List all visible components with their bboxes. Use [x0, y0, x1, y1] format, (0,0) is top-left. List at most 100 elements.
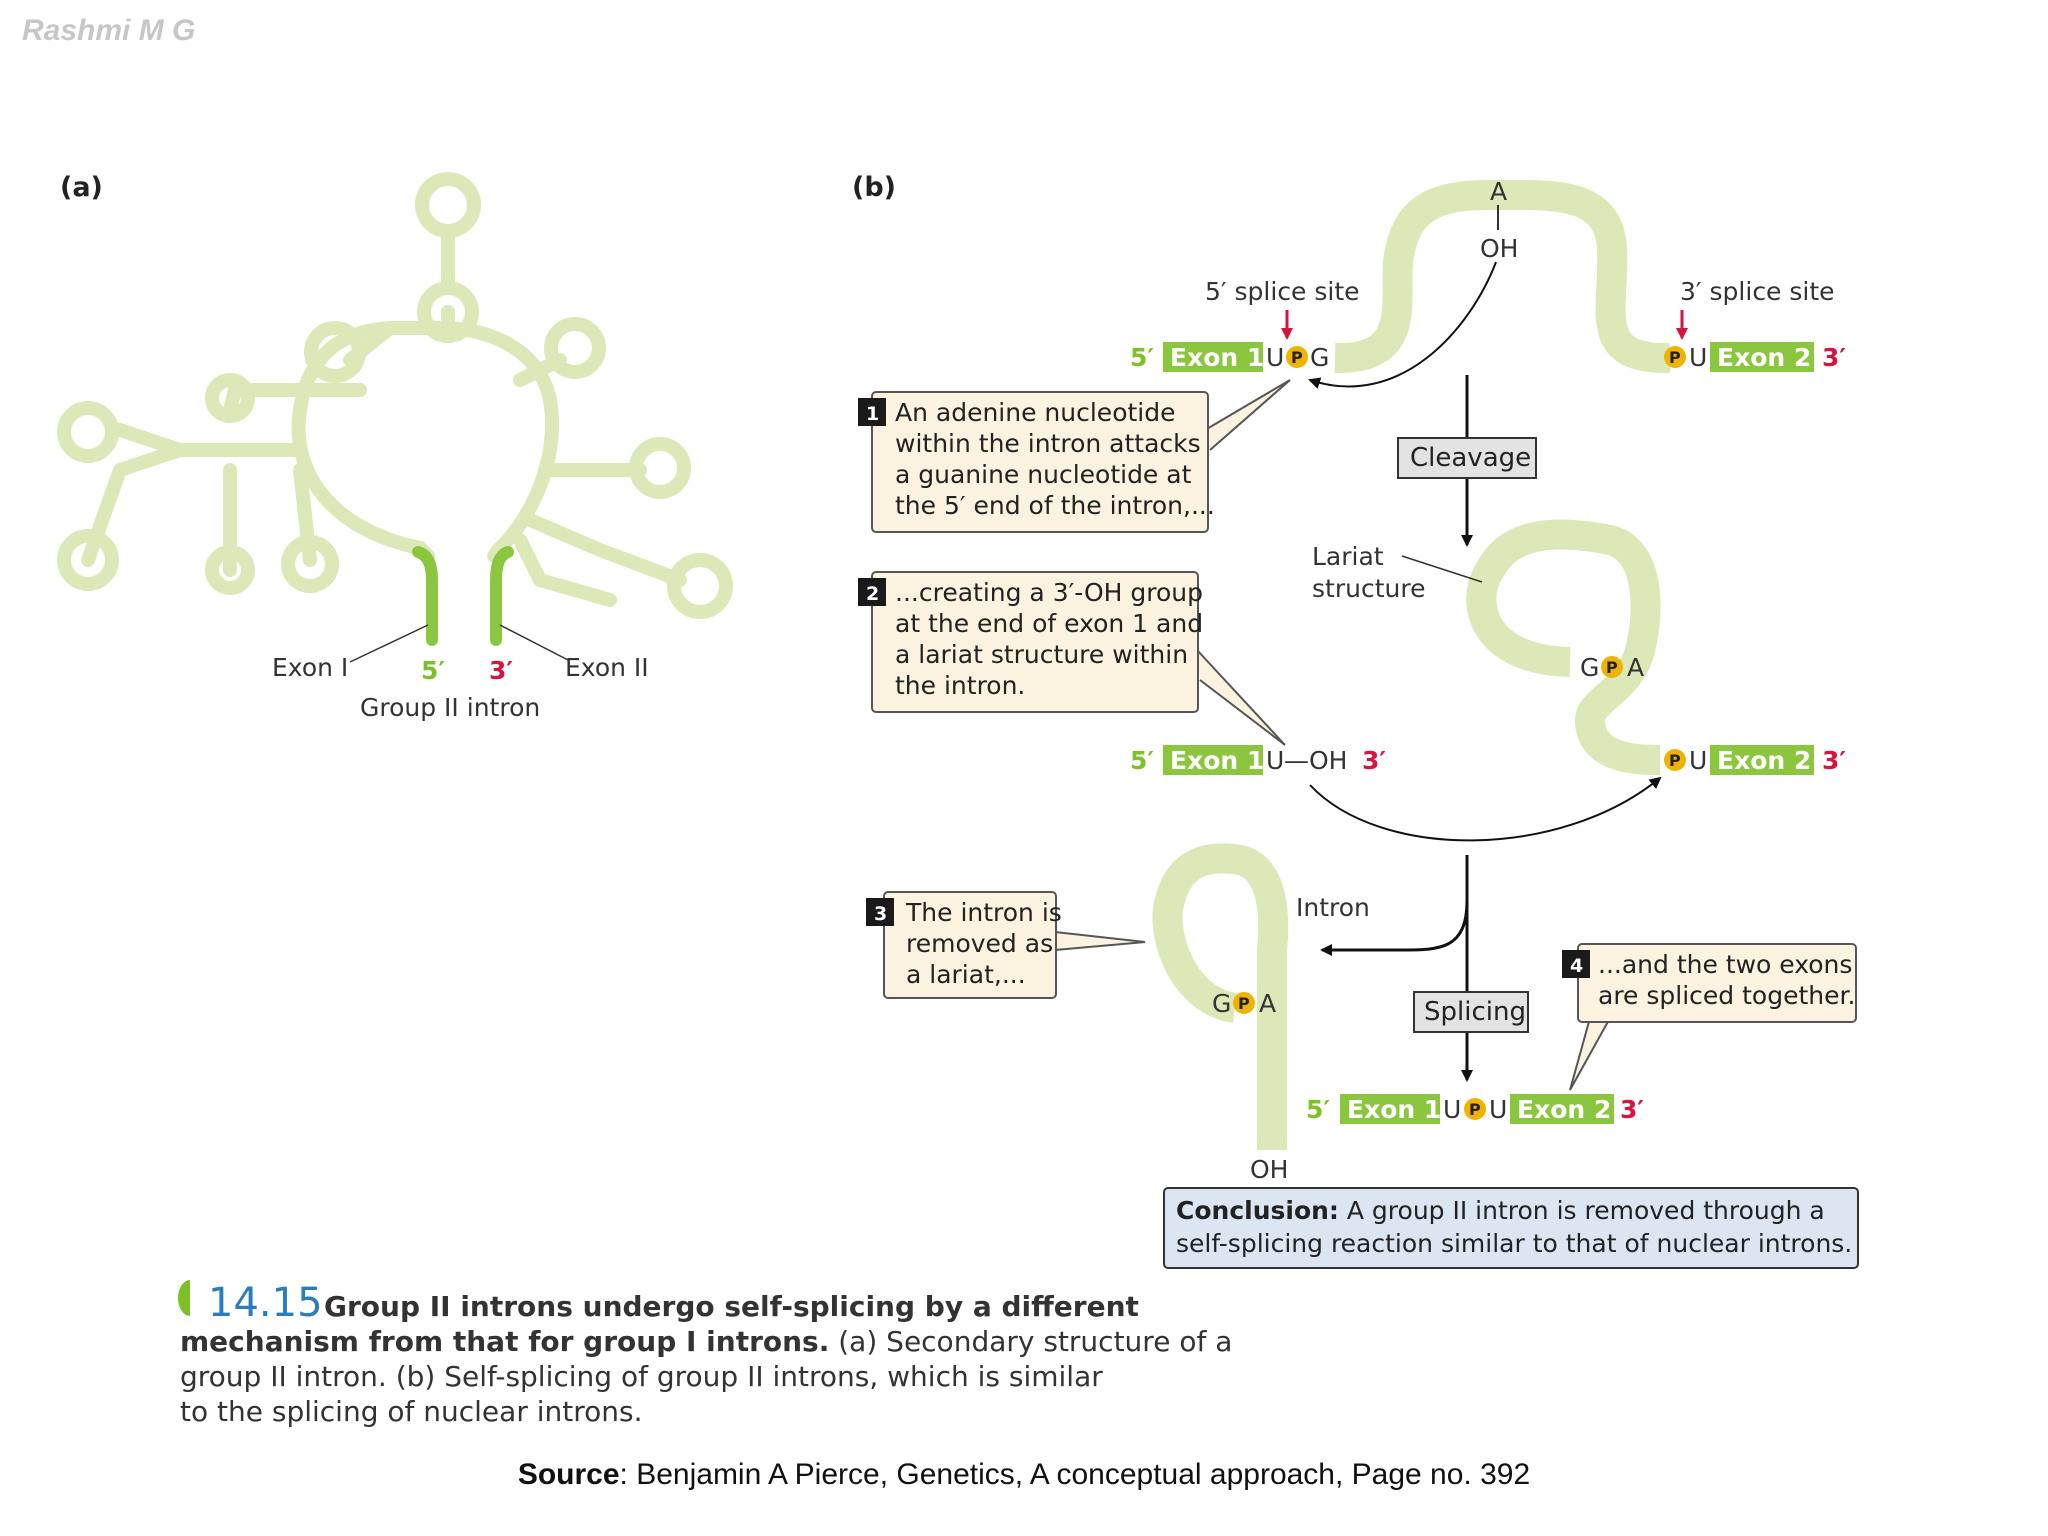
row1-u3: U: [1689, 343, 1707, 372]
row2-exon2-label: Exon 2: [1717, 746, 1811, 775]
caption-line3: group II intron. (b) Self-splicing of gr…: [180, 1360, 1103, 1393]
panel-a-three-prime: 3′: [489, 656, 513, 685]
bottom-oh: OH: [1250, 1155, 1288, 1184]
conclusion-text1: A group II intron is removed through a: [1339, 1196, 1825, 1225]
row2-u: U: [1266, 746, 1284, 775]
conclusion-line1: Conclusion: A group II intron is removed…: [1176, 1196, 1825, 1225]
conclusion-line2: self-splicing reaction similar to that o…: [1176, 1229, 1852, 1258]
source-citation: Source: Benjamin A Pierce, Genetics, A c…: [0, 1458, 2048, 1492]
row2-p: P: [1669, 751, 1681, 770]
caption-number: 14.15: [208, 1280, 323, 1326]
conclusion-box: Conclusion: A group II intron is removed…: [1163, 1187, 1859, 1269]
row1-three-prime: 3′: [1822, 343, 1846, 372]
caption-bold1: Group II introns undergo self-splicing b…: [324, 1290, 1139, 1323]
row3-five-prime: 5′: [1306, 1095, 1330, 1124]
row3-u1: U: [1443, 1095, 1461, 1124]
row1-g: G: [1310, 343, 1329, 372]
row3-exon1-label: Exon 1: [1347, 1095, 1441, 1124]
step2-line3: a lariat structure within: [895, 640, 1188, 669]
step2-number: 2: [866, 583, 879, 605]
row1-exon1-label: Exon 1: [1170, 343, 1264, 372]
splicing-box: [1413, 991, 1529, 1033]
source-text: : Benjamin A Pierce, Genetics, A concept…: [619, 1458, 1531, 1491]
panel-a-exon-ends: [412, 546, 514, 646]
caption-tab-icon: [178, 1280, 190, 1316]
row3-three-prime: 3′: [1620, 1095, 1644, 1124]
step3-number: 3: [874, 903, 887, 925]
row3-exon2-box: [1510, 1094, 1614, 1124]
exon-join-arrow: [1309, 776, 1662, 842]
bottom-phosphate: [1233, 992, 1255, 1014]
row2-exon1-box: [1163, 745, 1263, 775]
row2-exon2-box: [1710, 745, 1814, 775]
five-splice-site-label: 5′ splice site: [1205, 277, 1360, 306]
step3-line3: a lariat,...: [906, 960, 1026, 989]
row1-exon2-label: Exon 2: [1717, 343, 1811, 372]
row1-exon1-box: [1163, 342, 1263, 372]
lariat-label-2: structure: [1312, 574, 1425, 603]
step3-callout: 3 The intron is removed as a lariat,...: [866, 891, 1146, 999]
panel-a-exon1-label: Exon I: [272, 653, 348, 682]
row3-exon2-label: Exon 2: [1517, 1095, 1611, 1124]
group-ii-intron-structure: [57, 172, 733, 619]
panel-b-label: (b): [852, 172, 896, 203]
bottom-g: G: [1212, 989, 1231, 1018]
step2-line4: the intron.: [895, 671, 1025, 700]
source-bold: Source: [517, 1458, 620, 1491]
middle-g: G: [1580, 653, 1599, 682]
caption-bold2: mechanism from that for group I introns.: [180, 1325, 829, 1358]
row2-three-prime-exon1: 3′: [1362, 746, 1386, 775]
three-splice-site-label: 3′ splice site: [1680, 277, 1835, 306]
row2-oh: —OH: [1284, 746, 1347, 775]
step1-line1: An adenine nucleotide: [895, 398, 1175, 427]
row2-exon1-label: Exon 1: [1170, 746, 1264, 775]
row2-three-prime: 3′: [1822, 746, 1846, 775]
splicing-label: Splicing: [1424, 997, 1526, 1027]
bottom-p: P: [1238, 994, 1250, 1013]
row2-u3: U: [1689, 746, 1707, 775]
step1-callout: 1 An adenine nucleotide within the intro…: [858, 379, 1291, 533]
step1-badge: [858, 398, 886, 426]
middle-a: A: [1627, 653, 1644, 682]
row1-p: P: [1291, 348, 1303, 367]
step1-number: 1: [866, 403, 879, 425]
row3-phosphate: [1464, 1098, 1486, 1120]
row1-five-prime: 5′: [1130, 343, 1154, 372]
middle-p: P: [1606, 658, 1618, 677]
step3-badge: [866, 898, 894, 926]
panel-a-five-prime: 5′: [421, 656, 445, 685]
step1-line2: within the intron attacks: [895, 429, 1201, 458]
attack-arrow: [1308, 261, 1497, 389]
author-name: Rashmi M G: [22, 14, 196, 47]
row1-phosphate: [1286, 346, 1308, 368]
step2-line2: at the end of exon 1 and: [895, 609, 1203, 638]
bottom-a: A: [1259, 989, 1276, 1018]
step3-line1: The intron is: [905, 898, 1062, 927]
conclusion-bold: Conclusion:: [1176, 1196, 1339, 1225]
intron-top-curve: [1334, 180, 1671, 374]
cleavage-label: Cleavage: [1410, 443, 1531, 473]
step4-line1: ...and the two exons: [1598, 950, 1852, 979]
row1-exon2-box: [1710, 342, 1814, 372]
caption-line4: to the splicing of nuclear introns.: [180, 1395, 643, 1428]
intron-label: Intron: [1296, 893, 1370, 922]
row2-phosphate: [1664, 749, 1686, 771]
intron-release-arrow: [1320, 899, 1469, 956]
step1-line3: a guanine nucleotide at: [895, 460, 1192, 489]
step4-callout: 4 ...and the two exons are spliced toget…: [1562, 943, 1857, 1091]
panel-a-label: (a): [60, 172, 103, 203]
middle-phosphate: [1601, 656, 1623, 678]
step2-badge: [858, 578, 886, 606]
cleavage-box: [1397, 437, 1537, 479]
lariat-label-1: Lariat: [1312, 542, 1384, 571]
row3-p: P: [1469, 1100, 1481, 1119]
step2-callout: 2 ...creating a 3′-OH group at the end o…: [858, 571, 1286, 746]
step4-badge: [1562, 950, 1590, 978]
figure-caption: 14.15 Group II introns undergo self-spli…: [178, 1280, 1232, 1428]
caption-rest2: (a) Secondary structure of a: [829, 1325, 1232, 1358]
lariat-middle: [1466, 519, 1661, 775]
step3-line2: removed as: [906, 929, 1053, 958]
adenine-label: A: [1490, 177, 1507, 206]
